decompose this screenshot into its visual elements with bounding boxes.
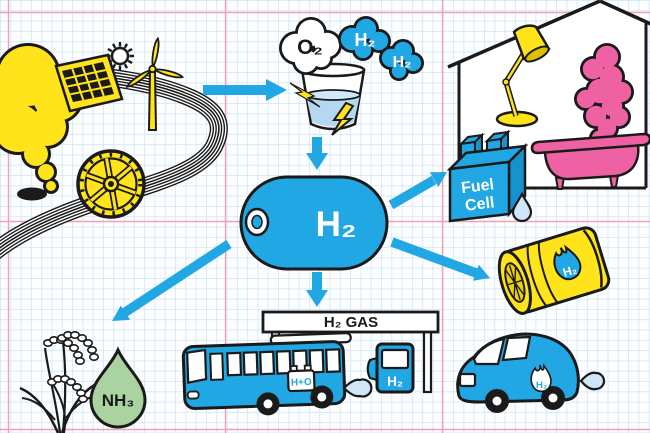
solar-panel: [54, 53, 124, 113]
bus-badge-label: H+O: [291, 377, 312, 389]
station-sign-label: H₂ GAS: [324, 314, 378, 331]
canister-logo-label: H₂: [561, 262, 578, 279]
wind-turbine: [125, 36, 185, 131]
arrow-electrolysis-to-tank: [306, 137, 328, 170]
hydrogen-cloud-1: H₂: [338, 16, 391, 61]
road: [0, 63, 228, 260]
bath-steam: [574, 43, 634, 148]
flame-icon: H₂: [553, 244, 582, 281]
pump-label: H₂: [387, 374, 403, 389]
fuel-pump: H₂: [366, 342, 415, 394]
water-glass: [289, 62, 366, 136]
arrow-tank-to-canister: [390, 237, 490, 281]
car-window: [501, 335, 532, 362]
desk-lamp: [495, 24, 551, 128]
oxygen-cloud: O₂: [279, 17, 342, 75]
car-windshield: [472, 337, 506, 366]
fuel-cell-label-1: Fuel: [460, 176, 495, 197]
hydrogen-cloud-1-label: H₂: [355, 30, 376, 50]
fuel-cell-label-2: Cell: [464, 194, 495, 214]
tank-label: H₂: [316, 205, 357, 244]
grain-head: [46, 374, 89, 403]
hydrogen-cloud-2: H₂: [379, 39, 424, 81]
bus-badge: H+O: [286, 364, 316, 393]
sun-icon: [106, 42, 134, 70]
ammonia-label: NH₃: [102, 391, 134, 410]
hydrogen-cloud-2-label: H₂: [393, 54, 412, 71]
arrow-tank-to-ammonia: [112, 240, 232, 321]
car: H₂: [456, 332, 580, 413]
hydrogen-tank: H₂: [239, 175, 389, 271]
bus-windows: [226, 348, 342, 377]
car-logo-label: H₂: [536, 380, 547, 391]
bus: H+O: [181, 332, 352, 416]
water-wheel: [76, 149, 146, 219]
spark-icon: [289, 82, 321, 108]
water-droplet: [511, 191, 533, 223]
grain-head: [56, 330, 100, 361]
arrow-tank-to-fuel-cell: [388, 172, 447, 210]
fuel-cell-box: Fuel Cell: [446, 129, 533, 223]
flame-icon: H₂: [530, 363, 552, 393]
arrow-renewables-to-electrolysis: [203, 79, 287, 101]
bus-exhaust-droplet: [342, 378, 373, 398]
bathtub: [530, 132, 650, 190]
hydrogen-canister: H₂: [497, 226, 611, 315]
lightning-icon: [331, 101, 355, 136]
rice-plant: [19, 330, 100, 433]
car-exhaust-droplet: [579, 371, 606, 391]
oxygen-label: O₂: [297, 36, 323, 59]
bus-windshield: [186, 348, 208, 385]
ammonia-droplet: NH₃: [89, 346, 147, 429]
arrow-tank-to-station: [306, 272, 328, 307]
